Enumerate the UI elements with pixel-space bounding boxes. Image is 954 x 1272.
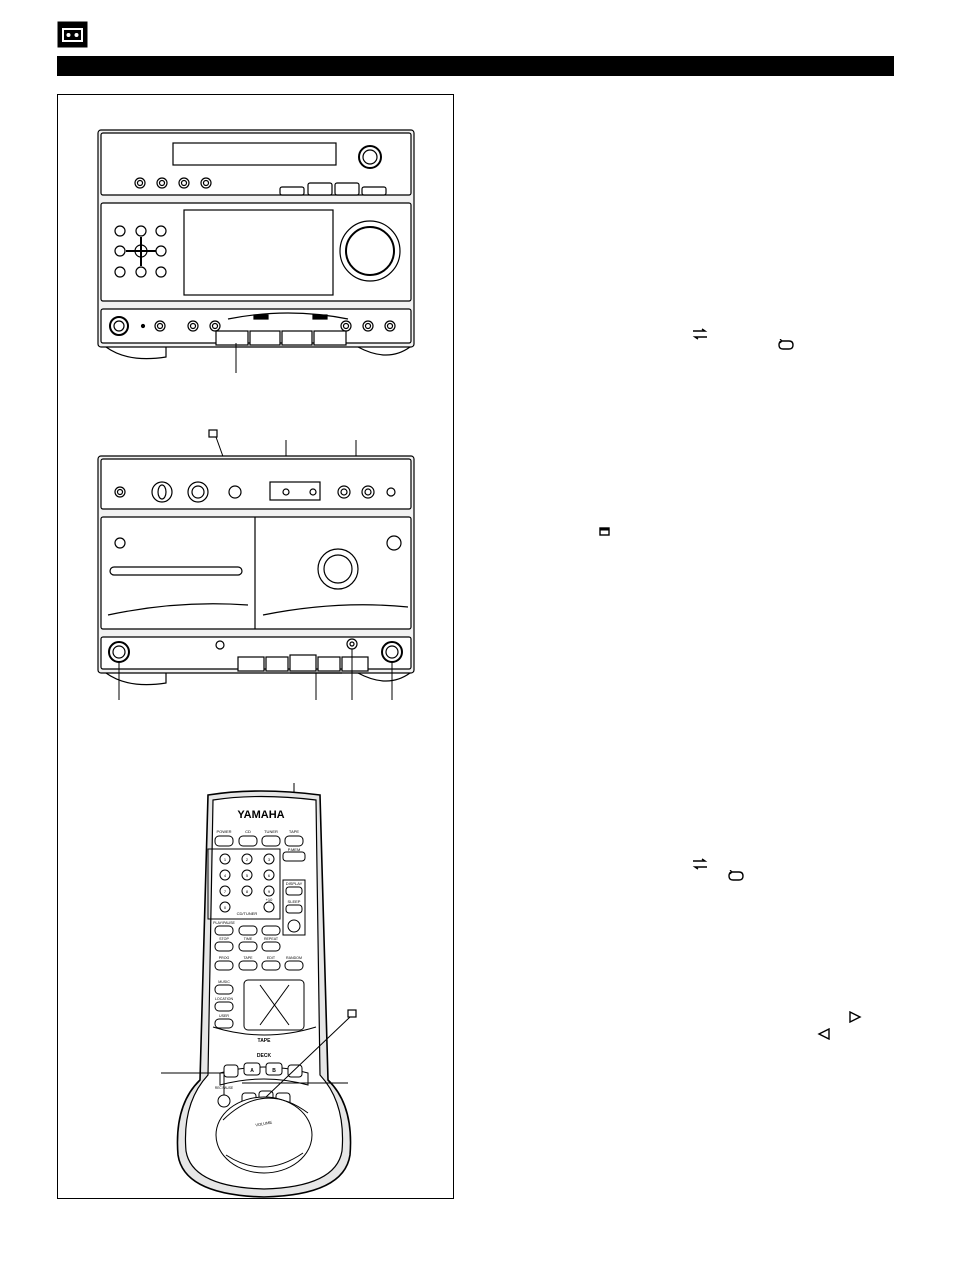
remote-key-plus10-label: +10 bbox=[266, 897, 274, 902]
remote-deck-ff-button[interactable] bbox=[287, 1064, 303, 1078]
remote-rewind-button[interactable] bbox=[238, 925, 258, 936]
remote-key-3[interactable] bbox=[263, 853, 275, 865]
remote-display-button[interactable] bbox=[285, 886, 303, 896]
remote-play-pause-label: PLAY/PAUSE bbox=[213, 921, 235, 925]
remote-key-8[interactable] bbox=[241, 885, 253, 897]
deck-unit-illustration bbox=[97, 429, 415, 700]
remote-key-4-label: 4 bbox=[224, 873, 227, 878]
remote-tape-mode-label: TAPE bbox=[243, 956, 253, 960]
remote-key-2[interactable] bbox=[241, 853, 253, 865]
remote-key-0-label: 0 bbox=[224, 905, 227, 910]
remote-ff-button[interactable] bbox=[261, 925, 281, 936]
unit-illustrations: YAMAHA POWER CD TUNER TAPE P.MEM 1 2 3 4… bbox=[97, 129, 415, 1198]
remote-time-label: TIME bbox=[244, 937, 253, 941]
remote-deck-b-label: B bbox=[272, 1068, 276, 1074]
remote-key-8-label: 8 bbox=[246, 889, 249, 894]
remote-tuner-button[interactable] bbox=[261, 835, 281, 847]
remote-keypad bbox=[207, 848, 281, 920]
remote-cd-button[interactable] bbox=[238, 835, 258, 847]
remote-stop-label: STOP bbox=[219, 937, 229, 941]
stop-symbol-icon bbox=[347, 1009, 357, 1018]
remote-location-label: LOCATION bbox=[215, 997, 234, 1001]
remote-user-button[interactable] bbox=[214, 1018, 234, 1029]
remote-key-4[interactable] bbox=[219, 869, 231, 881]
remote-key-6-label: 6 bbox=[268, 873, 271, 878]
remote-key-9-label: 9 bbox=[268, 889, 271, 894]
remote-tape-mode-button[interactable] bbox=[238, 960, 258, 971]
remote-power-button[interactable] bbox=[214, 835, 234, 847]
remote-key-1[interactable] bbox=[219, 853, 231, 865]
remote-deck-a-label: A bbox=[250, 1068, 254, 1074]
remote-key-5-label: 5 bbox=[246, 873, 249, 878]
remote-tape-button[interactable] bbox=[284, 835, 304, 847]
remote-key-9[interactable] bbox=[263, 885, 275, 897]
remote-music-button[interactable] bbox=[214, 984, 234, 995]
cassette-tape-icon bbox=[57, 21, 88, 48]
remote-edit-button[interactable] bbox=[261, 960, 281, 971]
remote-deck-a-button[interactable] bbox=[243, 1062, 261, 1076]
remote-row1: POWER CD TUNER TAPE bbox=[216, 829, 299, 834]
stop-symbol-icon bbox=[599, 527, 610, 536]
remote-key-0[interactable] bbox=[219, 901, 231, 913]
remote-repeat-button[interactable] bbox=[261, 941, 281, 952]
remote-power-label: POWER bbox=[216, 829, 231, 834]
remote-random-label: RANDOM bbox=[286, 956, 302, 960]
remote-key-2-label: 2 bbox=[246, 857, 249, 862]
direction-mode-one-way-icon bbox=[692, 858, 708, 870]
remote-tape-label: TAPE bbox=[289, 829, 299, 834]
remote-pmem-button[interactable] bbox=[282, 851, 306, 862]
remote-deck-rew-button[interactable] bbox=[223, 1064, 239, 1078]
remote-deck-label: DECK bbox=[257, 1053, 272, 1059]
text-column bbox=[470, 94, 890, 1199]
remote-tuner-label: TUNER bbox=[264, 829, 278, 834]
remote-sleep-button[interactable] bbox=[285, 904, 303, 914]
direction-mode-relay-icon bbox=[778, 339, 794, 350]
remote-location-button[interactable] bbox=[214, 1001, 234, 1012]
remote-key-3-label: 3 bbox=[268, 857, 271, 862]
top-unit-illustration bbox=[97, 129, 415, 373]
remote-prog-label: PROG bbox=[219, 956, 230, 960]
remote-key-7-label: 7 bbox=[224, 889, 227, 894]
remote-key-5[interactable] bbox=[241, 869, 253, 881]
remote-tape-section-label: TAPE bbox=[258, 1038, 272, 1044]
remote-key-plus10[interactable] bbox=[263, 901, 275, 913]
remote-edit-label: EDIT bbox=[267, 956, 276, 960]
remote-key-6[interactable] bbox=[263, 869, 275, 881]
remote-cd-label: CD bbox=[245, 829, 251, 834]
section-header-bar bbox=[57, 56, 894, 76]
remote-dimmer-button[interactable] bbox=[287, 919, 301, 933]
remote-time-button[interactable] bbox=[238, 941, 258, 952]
remote-user-label: USER bbox=[219, 1014, 229, 1018]
remote-stop-button[interactable] bbox=[214, 941, 234, 952]
remote-music-label: MUSIC bbox=[218, 980, 230, 984]
remote-sleep-label: SLEEP bbox=[288, 899, 301, 904]
direction-mode-relay-icon bbox=[728, 870, 744, 881]
play-reverse-icon bbox=[817, 1028, 830, 1040]
remote-brand-label: YAMAHA bbox=[237, 809, 284, 821]
remote-deck-b-button[interactable] bbox=[265, 1062, 283, 1076]
remote-prog-button[interactable] bbox=[214, 960, 234, 971]
remote-pmem-label: P.MEM bbox=[288, 847, 301, 852]
direction-mode-one-way-icon bbox=[692, 328, 708, 340]
remote-play-pause-button[interactable] bbox=[214, 925, 234, 936]
remote-volume-label: VOLUME bbox=[255, 1120, 273, 1128]
remote-rec-pause-button[interactable] bbox=[217, 1094, 231, 1108]
remote-key-1-label: 1 bbox=[224, 857, 227, 862]
play-forward-icon bbox=[849, 1011, 862, 1023]
stop-symbol-icon bbox=[208, 429, 218, 438]
remote-key-7[interactable] bbox=[219, 885, 231, 897]
remote-cd-tuner-label: CD/TUNER bbox=[237, 911, 258, 916]
remote-random-button[interactable] bbox=[284, 960, 304, 971]
remote-display-label: DISPLAY bbox=[286, 881, 303, 886]
figure-panel: YAMAHA POWER CD TUNER TAPE P.MEM 1 2 3 4… bbox=[57, 94, 454, 1199]
remote-repeat-label: REPEAT bbox=[264, 937, 279, 941]
